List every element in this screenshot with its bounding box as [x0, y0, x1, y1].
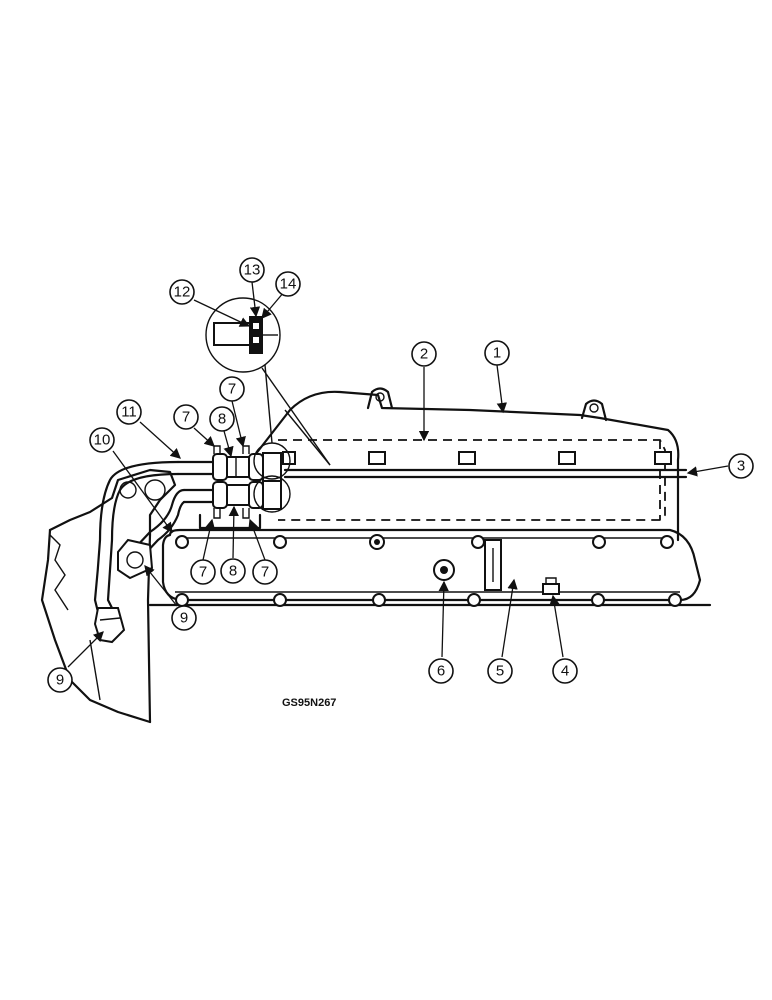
leaders: [67, 281, 729, 668]
callout-1: 1: [484, 340, 510, 366]
callout-13: 13: [239, 257, 265, 283]
svg-text:4: 4: [561, 663, 569, 680]
svg-text:11: 11: [121, 404, 137, 421]
svg-text:3: 3: [737, 458, 745, 475]
svg-text:9: 9: [180, 610, 188, 627]
svg-text:8: 8: [229, 563, 237, 580]
callout-5: 5: [487, 658, 513, 684]
svg-text:1: 1: [493, 345, 501, 362]
svg-text:7: 7: [182, 409, 190, 426]
rocker-cover: [253, 387, 680, 542]
magnified-inset: [205, 297, 331, 466]
callout-8-bottom: 8: [220, 558, 246, 584]
outer-pipe: [93, 460, 180, 614]
svg-text:7: 7: [261, 564, 269, 581]
callout-8-top: 8: [209, 406, 235, 432]
inner-pipe: [133, 488, 186, 558]
cover-bracket: [484, 539, 502, 591]
svg-text:5: 5: [496, 663, 504, 680]
svg-text:10: 10: [94, 432, 111, 449]
callout-4: 4: [552, 658, 578, 684]
side-cover: [161, 528, 702, 602]
drain-plug: [433, 559, 455, 581]
callout-11: 11: [116, 399, 142, 425]
callout-7-bottom-left: 7: [190, 559, 216, 585]
sensor: [542, 577, 560, 595]
inner-rail-dashed: [278, 439, 666, 521]
callout-7-top-left: 7: [173, 404, 199, 430]
callout-10: 10: [89, 427, 115, 453]
callout-2: 2: [411, 341, 437, 367]
cover-bolts: [175, 534, 682, 607]
callout-6: 6: [428, 658, 454, 684]
callout-7-top-right: 7: [219, 376, 245, 402]
figure-code: GS95N267: [282, 697, 336, 709]
callout-3: 3: [728, 453, 754, 479]
svg-text:9: 9: [56, 672, 64, 689]
callout-7-bottom-right: 7: [252, 559, 278, 585]
svg-text:8: 8: [218, 411, 226, 428]
callout-12: 12: [169, 279, 195, 305]
upper-tube: [176, 445, 282, 482]
svg-text:14: 14: [280, 276, 297, 293]
svg-text:7: 7: [199, 564, 207, 581]
callout-9-left: 9: [47, 667, 73, 693]
callout-14: 14: [275, 271, 301, 297]
fitting-lower: [93, 607, 126, 644]
rail-studs: [282, 451, 672, 465]
callout-9-right: 9: [171, 605, 197, 631]
svg-text:6: 6: [437, 663, 445, 680]
svg-text:13: 13: [244, 262, 261, 279]
fitting-upper: [117, 538, 154, 580]
lower-tube: [182, 480, 282, 519]
svg-text:7: 7: [228, 381, 236, 398]
svg-text:12: 12: [174, 284, 191, 301]
svg-text:2: 2: [420, 346, 428, 363]
gasket-line: [283, 468, 688, 479]
